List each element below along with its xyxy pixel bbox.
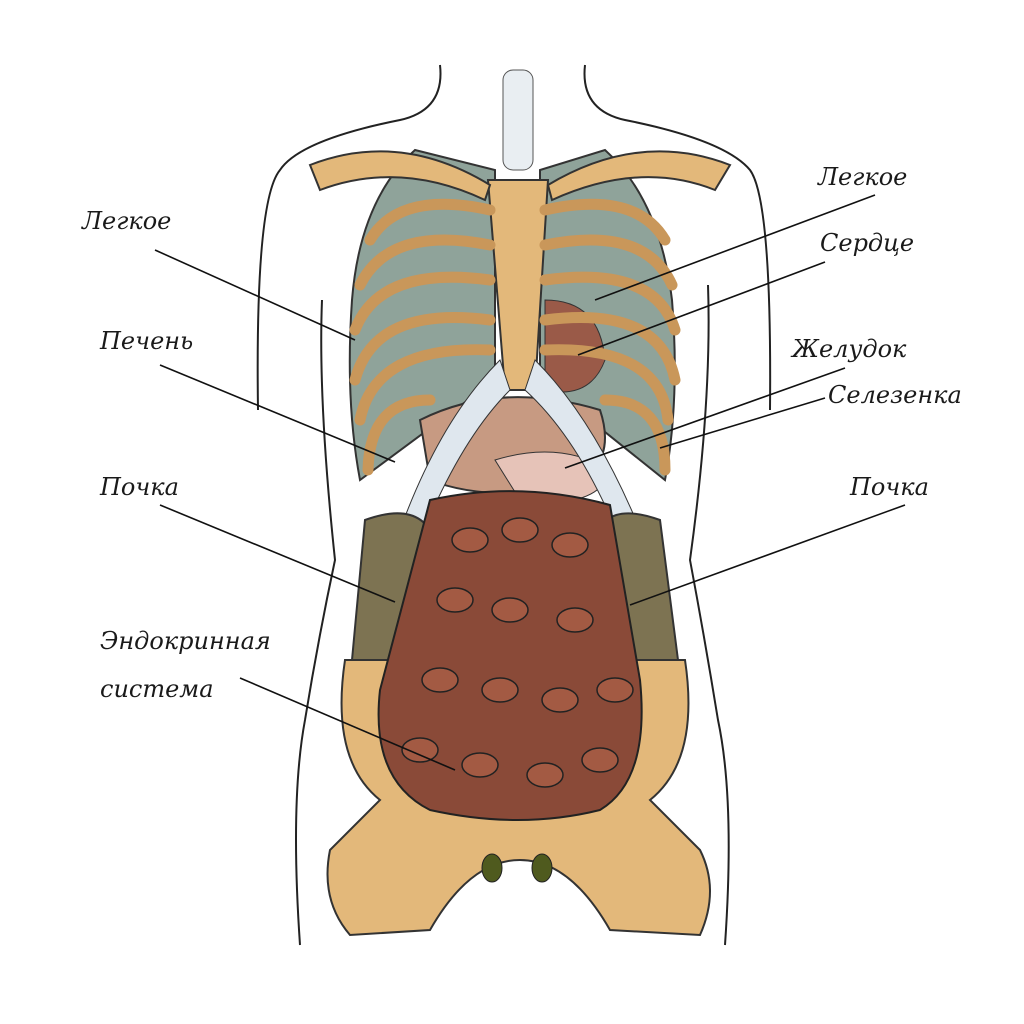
leader-spleen	[659, 397, 826, 449]
label-endocrine-line2: система	[100, 675, 214, 703]
label-stomach: Желудок	[792, 335, 907, 363]
right-clavicle	[546, 150, 732, 202]
trachea	[502, 69, 534, 171]
leader-liver	[159, 364, 396, 463]
label-liver: Печень	[100, 327, 194, 355]
right-gland	[531, 853, 553, 883]
label-lung-left: Легкое	[82, 207, 172, 235]
leader-endocrine	[239, 677, 456, 771]
label-heart: Сердце	[820, 229, 915, 257]
leader-lines	[154, 194, 906, 771]
intestines	[377, 490, 643, 821]
label-endocrine-line1: Эндокринная	[100, 627, 271, 655]
left-clavicle	[308, 150, 492, 202]
intestine-loops	[401, 517, 634, 788]
left-gland	[481, 853, 503, 883]
leader-kidney-right	[629, 504, 906, 606]
label-kidney-right: Почка	[850, 473, 929, 501]
leader-kidney-left	[159, 504, 396, 603]
leader-lung-left	[154, 249, 356, 341]
ribs	[349, 198, 681, 476]
leader-stomach	[564, 367, 846, 469]
label-kidney-left: Почка	[100, 473, 179, 501]
body-outline	[256, 64, 772, 946]
label-spleen: Селезенка	[828, 381, 962, 409]
leader-heart	[577, 261, 826, 356]
leader-lung-right	[594, 194, 876, 301]
label-lung-right: Легкое	[818, 163, 908, 191]
